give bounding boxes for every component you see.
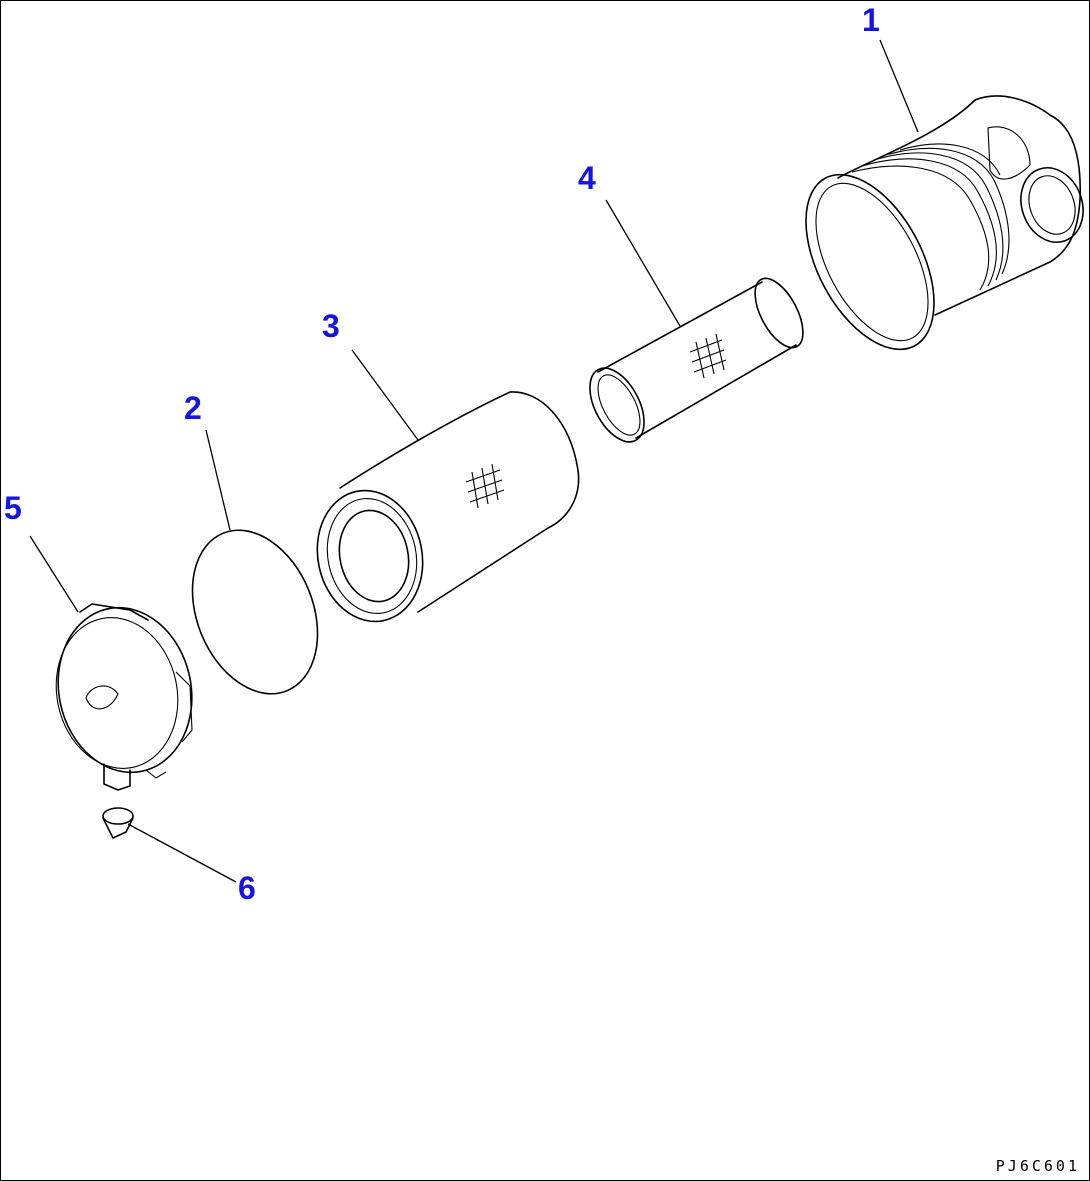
callout-5: 5: [4, 490, 22, 526]
primary-element-part-3: [316, 391, 580, 623]
leader-line-2: [205, 429, 231, 531]
callout-3: 3: [322, 308, 340, 344]
gasket-part-2: [191, 529, 319, 695]
leader-line-3: [351, 349, 419, 441]
callout-2: 2: [184, 390, 202, 426]
leader-line-4: [605, 199, 681, 327]
filter-housing-part-1: [805, 95, 1084, 351]
leader-line-1: [879, 39, 919, 133]
cover-part-5: [55, 603, 193, 791]
callout-6: 6: [238, 870, 256, 906]
mesh-icon: [689, 333, 727, 379]
safety-element-part-4: [589, 277, 804, 443]
callout-1: 1: [862, 2, 880, 38]
leader-lines: [29, 39, 919, 883]
callout-4: 4: [578, 160, 596, 196]
valve-part-6: [102, 807, 134, 839]
leader-line-6: [127, 823, 237, 883]
drawing-code: PJ6C601: [995, 1157, 1080, 1175]
mesh-icon: [465, 463, 505, 509]
leader-line-5: [29, 535, 79, 613]
